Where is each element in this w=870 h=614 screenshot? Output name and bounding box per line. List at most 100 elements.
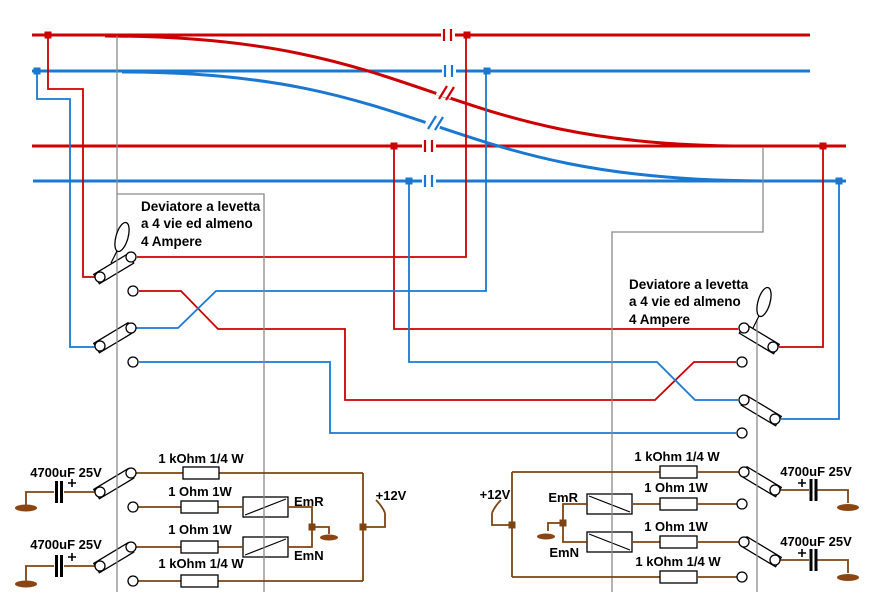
rail-feeder-node	[405, 177, 413, 185]
switch-note-right-line3: 4 Ampere	[629, 312, 691, 327]
cap-bottom-wire	[25, 565, 95, 581]
joint-gap	[441, 30, 455, 40]
cap-label: 4700uF 25V	[780, 464, 852, 479]
switch-contact	[125, 322, 137, 334]
toggle-lever-icon	[756, 286, 772, 318]
wire-red-crossover	[139, 290, 736, 401]
capacitor-plates	[55, 555, 63, 577]
supply-node	[359, 523, 367, 531]
wire-blue-left-feed	[36, 74, 95, 348]
rail-feeder-node	[390, 142, 398, 150]
crossover-rail-red	[104, 34, 749, 148]
polarity-plus	[798, 549, 806, 557]
joint-bars	[442, 29, 453, 41]
supply-node	[508, 521, 516, 529]
switch-note-left-line2: a 4 vie ed almeno	[141, 216, 253, 231]
ground-symbols	[15, 504, 859, 588]
rail-feeder-node	[483, 67, 491, 75]
capacitor-plates	[809, 479, 818, 501]
ground-symbol	[15, 504, 37, 512]
joint-bars	[427, 115, 444, 131]
junction-node	[559, 519, 567, 527]
resistor-label: 1 Ohm 1W	[168, 522, 232, 537]
resistor	[659, 497, 698, 511]
joint-bars	[423, 175, 434, 187]
relay-coil-emr-left	[242, 496, 289, 518]
cap-label: 4700uF 25V	[30, 465, 102, 480]
track-plan	[32, 29, 846, 187]
wire-blue-mid-feed	[408, 184, 738, 401]
ground-symbol	[537, 533, 555, 540]
rail-feeder-node	[819, 142, 827, 150]
relay-label-emr: EmR	[294, 494, 324, 509]
polarity-plus	[798, 479, 806, 487]
joint-gap	[442, 66, 456, 76]
switch-contact	[769, 413, 781, 425]
joint-gap	[422, 141, 436, 151]
relay-coil-emn-left	[242, 536, 289, 558]
switch-contact	[736, 571, 748, 583]
resistor	[180, 500, 219, 514]
toggle-lever-icon	[114, 221, 130, 253]
supply-tap	[363, 499, 386, 528]
switch-contact	[769, 554, 781, 566]
switch-contact	[738, 322, 750, 334]
polarity-plus	[68, 553, 76, 561]
insulated-joint-curve-blue	[424, 115, 444, 131]
resistor-label: 1 Ohm 1W	[168, 484, 232, 499]
wire-red-left-return	[137, 38, 467, 258]
resistor-label: 1 kOhm 1/4 W	[634, 449, 720, 464]
switch-note-left-line1: Deviatore a levetta	[141, 199, 261, 214]
wire-blue-right-return	[781, 184, 840, 420]
switch-contact	[125, 467, 137, 479]
insulated-joint-rail4	[422, 175, 436, 187]
switch-contact	[127, 575, 139, 587]
labels: Deviatore a levetta a 4 vie ed almeno 4 …	[30, 199, 852, 571]
lever-stem	[752, 315, 760, 329]
resistor	[659, 535, 698, 549]
switch-contact	[736, 356, 748, 368]
capacitor-plates	[809, 549, 818, 571]
relay-label-emr: EmR	[548, 490, 578, 505]
insulated-joint-rail1	[441, 29, 455, 41]
resistor	[180, 540, 219, 554]
relay-coil-emn-right	[586, 531, 633, 553]
switch-contact	[767, 341, 779, 353]
switch-contact	[125, 541, 137, 553]
linkage-right-motor	[611, 147, 764, 592]
insulated-joint-curve-red	[435, 85, 455, 101]
switch-contact	[738, 466, 750, 478]
resistors	[180, 465, 698, 588]
wire-red-mid-feed	[393, 149, 738, 330]
switch-note-left-line3: 4 Ampere	[141, 234, 203, 249]
wire-red-right-return	[779, 149, 824, 348]
cap-label: 4700uF 25V	[30, 537, 102, 552]
joint-bars	[438, 85, 455, 101]
resistor-label: 1 kOhm 1/4 W	[158, 556, 244, 571]
supply-tap	[491, 499, 512, 526]
relay-label-emn: EmN	[549, 545, 579, 560]
rail-feeder-node	[44, 31, 52, 39]
switch-contact	[738, 536, 750, 548]
mechanical-linkage	[116, 36, 764, 592]
switch-contact	[736, 498, 748, 510]
joint-bars	[443, 65, 454, 77]
resistor-label: 1 Ohm 1W	[644, 519, 708, 534]
rail-feeder-node	[33, 67, 41, 75]
linkage-left-motor	[117, 193, 265, 592]
wire-blue-left-return	[136, 74, 487, 329]
resistor	[659, 465, 698, 479]
switch-contact	[94, 340, 106, 352]
wire-blue-crossover	[139, 361, 736, 434]
cap-bottom-wire	[780, 559, 849, 573]
switch-contact	[94, 271, 106, 283]
insulated-joint-rail2	[442, 65, 456, 77]
coil-diagonal	[588, 495, 631, 513]
lever-stem	[110, 250, 118, 264]
coil-diagonal	[244, 498, 287, 516]
left-cdu-wiring	[25, 472, 386, 582]
feed-wires	[36, 37, 840, 434]
switch-contacts	[94, 251, 781, 587]
ground-symbol	[837, 574, 859, 581]
